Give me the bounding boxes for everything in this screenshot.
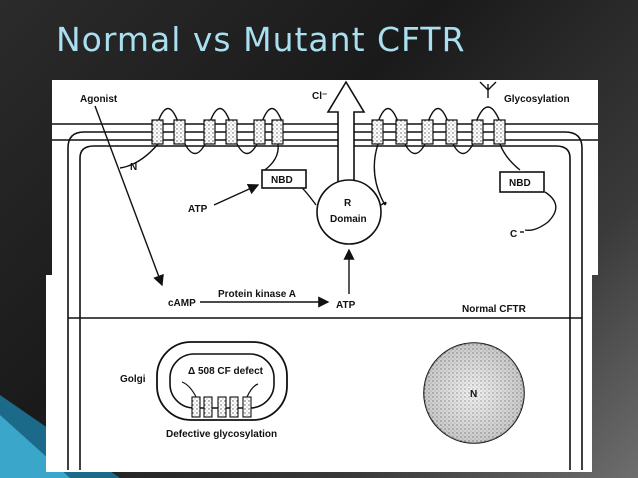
nbd-box-right [499,171,545,193]
r-domain-circle [316,179,382,245]
label-nucleus: N [470,389,477,400]
label-camp: cAMP [168,298,196,309]
label-n-terminus: N [130,162,137,173]
label-chloride: Cl⁻ [312,91,327,102]
label-r-domain-domain: Domain [330,214,367,225]
golgi-outer [156,341,288,421]
label-defective-glycosylation: Defective glycosylation [166,429,277,440]
chloride-channel-arrow [326,80,366,191]
label-nbd-right: NBD [509,178,531,189]
label-golgi: Golgi [120,374,146,385]
label-protein-kinase: Protein kinase A [218,289,296,300]
slide-title: Normal vs Mutant CFTR [56,20,466,59]
label-r-domain-r: R [344,198,352,209]
transmembrane-domain-right [371,81,557,232]
label-glycosylation: Glycosylation [504,94,570,105]
label-atp-bottom: ATP [336,300,356,311]
cell-membrane-outline [67,131,583,470]
label-agonist: Agonist [80,94,118,105]
label-delta508: Δ 508 CF defect [188,366,264,377]
atp-to-nbd-arrow [213,183,260,206]
golgi-mutant-cftr [181,381,259,418]
label-nbd-left: NBD [271,175,293,186]
transmembrane-domain-left [119,107,284,173]
label-normal-cftr: Normal CFTR [462,304,527,315]
nbd-box-left [261,169,307,189]
label-c-terminus: C [510,229,517,240]
agonist-arrow [94,105,164,287]
cell-membrane-inner [79,145,571,470]
label-atp-top: ATP [188,204,208,215]
